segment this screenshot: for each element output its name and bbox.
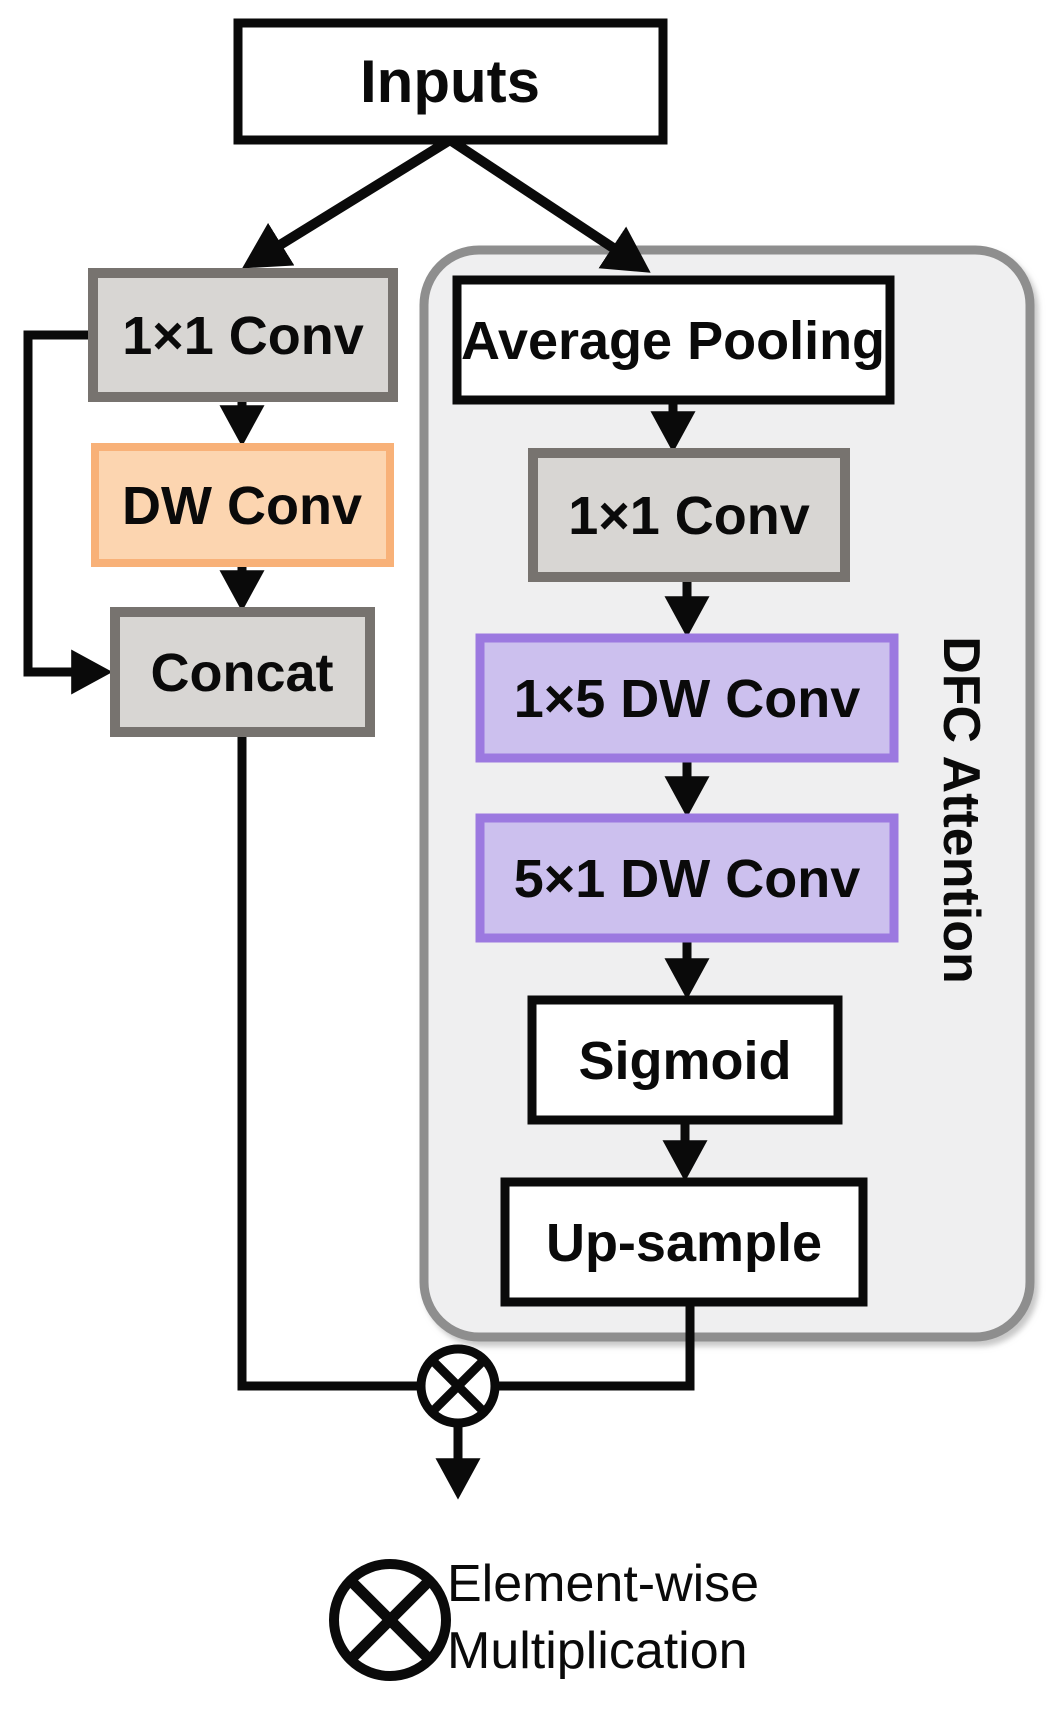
skip-connection-conv1x1-to-concat [23,330,113,695]
multiply-junction-cross-2 [428,1356,488,1416]
multiply-junction-icon [416,1344,500,1428]
concat-label: Concat [150,643,333,703]
avg-pooling-box [452,275,895,405]
concat-box [110,607,375,737]
upsample-node: Up-sample [500,1177,868,1307]
conv1x1-right-label: 1×1 Conv [568,486,810,546]
avg-pooling-node: Average Pooling [452,275,895,405]
dw-conv-5x1-label: 5×1 DW Conv [514,849,861,909]
legend-cross-2 [347,1577,433,1663]
legend: Element-wise Multiplication [329,1555,759,1681]
dw-conv-1x5-node: 1×5 DW Conv [475,633,899,763]
sigmoid-label: Sigmoid [579,1031,792,1091]
upsample-box [500,1177,868,1307]
dfc-attention-label: DFC Attention [932,636,990,984]
conv1x1-left-label: 1×1 Conv [122,306,364,366]
inputs-box [233,18,668,145]
dw-conv-5x1-node: 5×1 DW Conv [475,813,899,943]
inputs-node: Inputs [233,18,668,145]
avg-pooling-label: Average Pooling [461,311,885,371]
conv1x1-right-node: 1×1 Conv [528,448,850,582]
sigmoid-node: Sigmoid [527,995,843,1125]
dw-conv-1x5-label: 1×5 DW Conv [514,669,861,729]
upsample-label: Up-sample [546,1213,822,1273]
dw-conv-5x1-box [475,813,899,943]
line-concat-to-multiply [237,732,419,1391]
legend-label-line1: Element-wise [447,1555,759,1613]
conv1x1-left-box [88,268,398,402]
legend-label-line2: Multiplication [447,1622,748,1680]
line-upsample-to-multiply [497,1302,695,1391]
conv1x1-left-node: 1×1 Conv [88,268,398,402]
concat-node: Concat [110,607,375,737]
arrow-inputs-to-avg-pooling [447,135,651,273]
dw-conv-1x5-box [475,633,899,763]
arrow-inputs-to-conv1x1 [242,135,453,269]
conv1x1-right-box [528,448,850,582]
element-wise-multiplication-icon [329,1559,451,1681]
dw-conv-label: DW Conv [122,476,362,536]
dw-conv-node: DW Conv [91,443,394,567]
inputs-label: Inputs [360,48,540,115]
connector-arrows [23,135,710,1500]
dw-conv-box [91,443,394,567]
sigmoid-box [527,995,843,1125]
